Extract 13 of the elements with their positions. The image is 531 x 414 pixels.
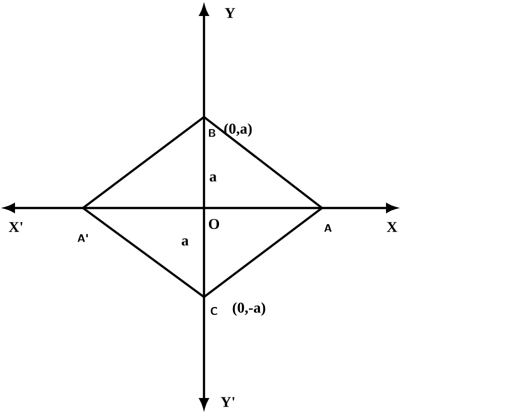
axis-label: Y: [224, 8, 236, 18]
point-label: C: [210, 307, 218, 315]
point-label: A': [78, 234, 88, 242]
point-label: B: [208, 129, 216, 137]
axis-label: Y': [220, 397, 234, 407]
axis-label: X': [8, 222, 22, 232]
length-label: a: [210, 174, 217, 182]
coordinate-label: (0,-a): [232, 302, 266, 316]
axis-label: X: [386, 222, 398, 232]
coordinate-label: (0,a): [224, 123, 252, 137]
origin-label: O: [208, 218, 220, 230]
length-label: a: [182, 238, 189, 246]
point-label: A: [324, 224, 332, 232]
